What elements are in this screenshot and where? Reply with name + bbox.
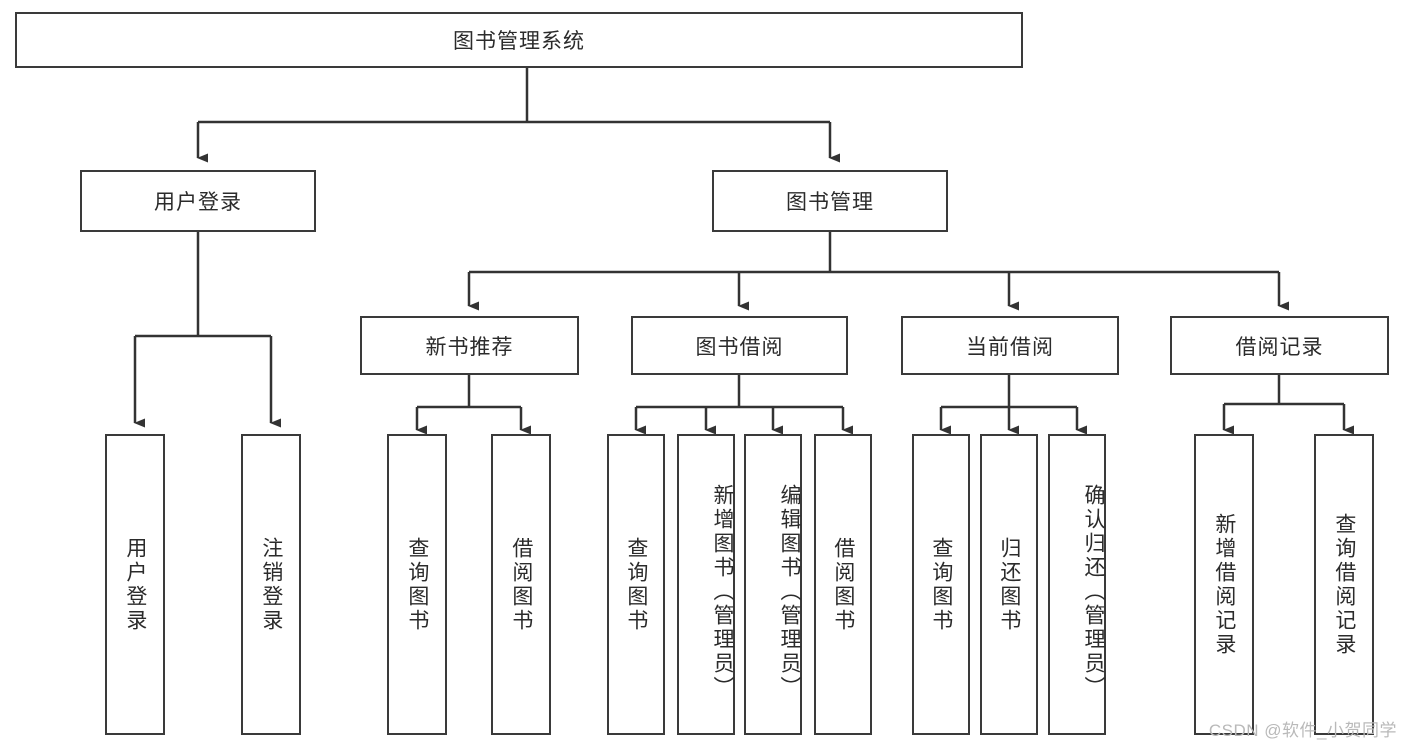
leaf-current-borrow-return-book[interactable]: 归还图书 (980, 434, 1038, 735)
node-label: 图书管理系统 (453, 30, 585, 53)
leaf-borrow-record-add-record[interactable]: 新增借阅记录 (1194, 434, 1254, 735)
node-label: 借阅图书 (509, 536, 533, 633)
leaf-new-book-borrow-book[interactable]: 借阅图书 (491, 434, 551, 735)
leaf-new-book-query-book[interactable]: 查询图书 (387, 434, 447, 735)
watermark: CSDN @软件_小贺同学 (1208, 721, 1397, 740)
node-label: 图书管理 (786, 191, 874, 214)
leaf-current-borrow-query-book[interactable]: 查询图书 (912, 434, 970, 735)
node-label: 注销登录 (259, 536, 283, 633)
node-label: 查询借阅记录 (1332, 512, 1356, 657)
node-label: 借阅图书 (831, 536, 855, 633)
leaf-user-login-logout[interactable]: 注销登录 (241, 434, 301, 735)
leaf-book-borrow-edit-book-admin[interactable]: 编辑图书（管理员） (744, 434, 802, 735)
leaf-book-borrow-add-book-admin[interactable]: 新增图书（管理员） (677, 434, 735, 735)
node-label: 用户登录 (154, 191, 242, 214)
node-user-login[interactable]: 用户登录 (80, 170, 316, 232)
node-label: 确认归还（管理员） (1082, 483, 1105, 700)
node-label: 归还图书 (997, 536, 1021, 633)
node-label: 查询图书 (929, 536, 953, 633)
node-label: 查询图书 (624, 536, 648, 633)
node-label: 借阅记录 (1235, 335, 1324, 359)
node-label: 新增借阅记录 (1212, 512, 1236, 657)
node-borrow-record[interactable]: 借阅记录 (1170, 316, 1389, 375)
leaf-current-borrow-confirm-return-admin[interactable]: 确认归还（管理员） (1048, 434, 1106, 735)
node-current-borrow[interactable]: 当前借阅 (901, 316, 1119, 375)
leaf-book-borrow-query-book[interactable]: 查询图书 (607, 434, 665, 735)
node-book-borrow[interactable]: 图书借阅 (631, 316, 848, 375)
node-label: 编辑图书（管理员） (778, 483, 801, 700)
node-label: 查询图书 (405, 536, 429, 633)
node-label: 当前借阅 (966, 335, 1054, 359)
node-book-management[interactable]: 图书管理 (712, 170, 948, 232)
leaf-user-login-login[interactable]: 用户登录 (105, 434, 165, 735)
node-label: 用户登录 (123, 536, 147, 633)
node-label: 图书借阅 (695, 335, 784, 359)
node-label: 新书推荐 (425, 335, 514, 359)
node-root-book-management-system[interactable]: 图书管理系统 (15, 12, 1023, 68)
node-label: 新增图书（管理员） (711, 483, 734, 700)
leaf-borrow-record-query-record[interactable]: 查询借阅记录 (1314, 434, 1374, 735)
node-new-book-recommend[interactable]: 新书推荐 (360, 316, 579, 375)
leaf-book-borrow-borrow-book[interactable]: 借阅图书 (814, 434, 872, 735)
